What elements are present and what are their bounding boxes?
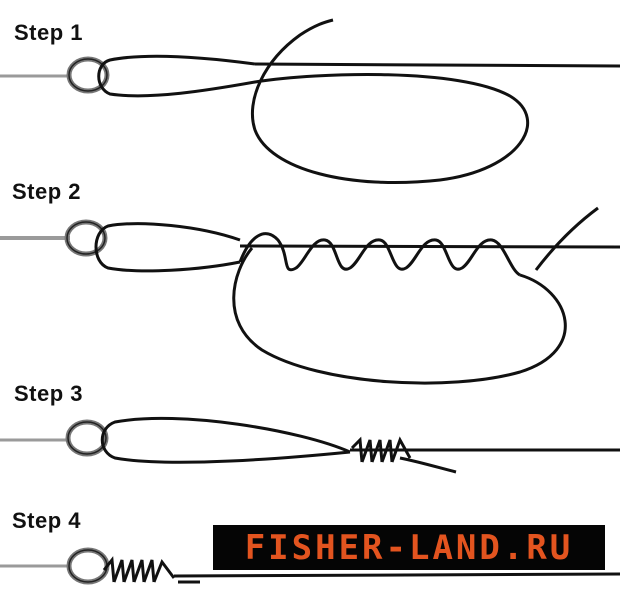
- step-3-illustration: [0, 416, 620, 474]
- tag-end: [399, 456, 457, 474]
- twisted-wraps: [238, 232, 521, 277]
- line-loop: [94, 222, 241, 273]
- knot-wraps: [102, 556, 176, 583]
- line-loop: [100, 416, 351, 464]
- knot-wraps: [350, 436, 412, 463]
- step-2-illustration: [0, 206, 620, 385]
- tag-end: [534, 206, 599, 271]
- step-1-illustration: [0, 18, 620, 184]
- main-line: [239, 244, 620, 249]
- watermark-text: FISHER-LAND.RU: [244, 527, 574, 568]
- step-4-label: Step 4: [12, 508, 82, 533]
- line-loop: [97, 18, 530, 184]
- step-2-label: Step 2: [12, 179, 82, 204]
- step-1-label: Step 1: [14, 20, 84, 45]
- watermark-banner: FISHER-LAND.RU: [213, 525, 605, 570]
- main-line: [173, 572, 620, 578]
- step-3-label: Step 3: [14, 381, 84, 406]
- big-loop: [232, 247, 567, 385]
- main-line: [254, 62, 620, 68]
- step-4-illustration: [0, 547, 620, 585]
